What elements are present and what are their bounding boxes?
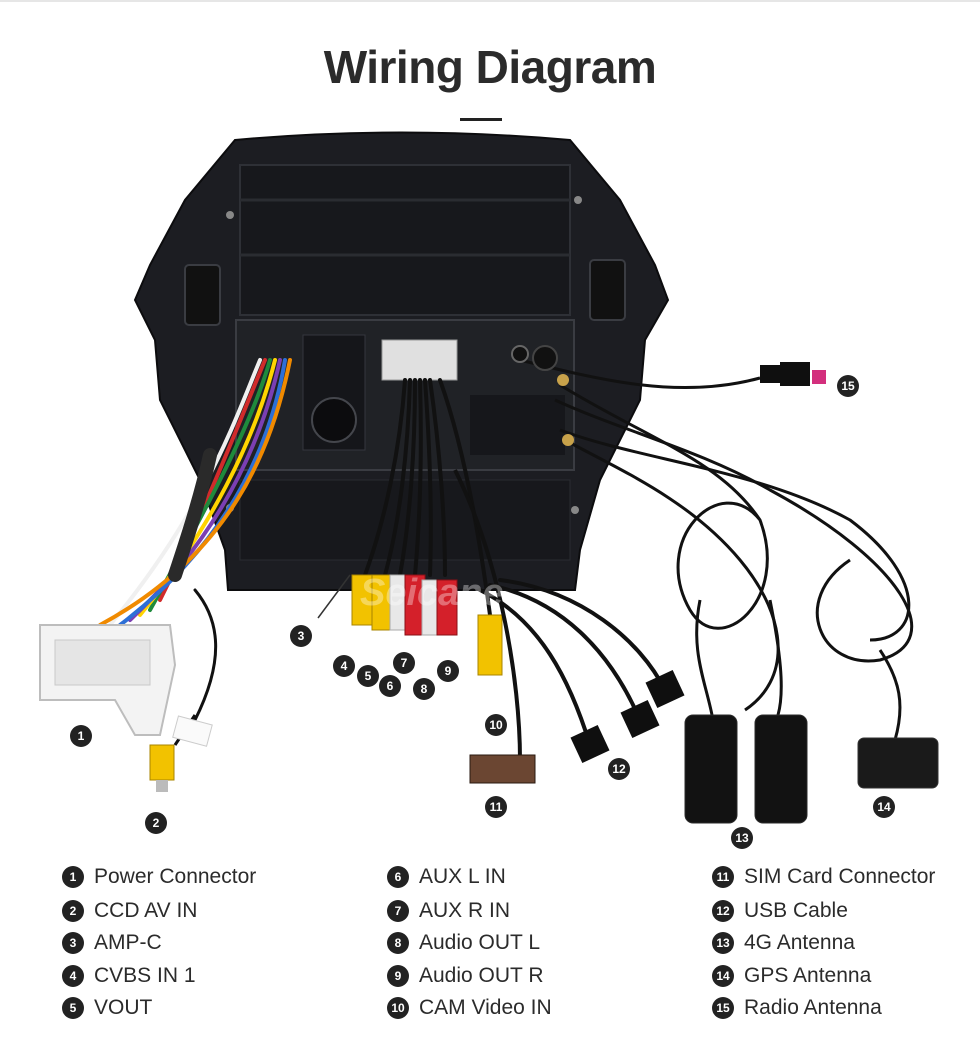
legend-item: 13 4G Antenna: [712, 930, 855, 956]
legend-number: 15: [712, 997, 734, 1019]
callout-9: 9: [437, 660, 459, 682]
title-underline: [460, 118, 502, 121]
top-divider: [0, 0, 980, 2]
legend-label: Audio OUT L: [419, 931, 541, 954]
legend-item: 3 AMP-C: [62, 930, 162, 956]
legend-number: 7: [387, 900, 409, 922]
legend-item: 12 USB Cable: [712, 898, 848, 924]
legend-number: 5: [62, 997, 84, 1019]
legend-label: Power Connector: [94, 865, 257, 888]
legend-number: 14: [712, 965, 734, 987]
legend-item: 5 VOUT: [62, 995, 152, 1021]
callout-12: 12: [608, 758, 630, 780]
callout-10: 10: [485, 714, 507, 736]
callout-11: 11: [485, 796, 507, 818]
radio-antenna-jack: [511, 345, 574, 446]
legend-label: CVBS IN 1: [94, 964, 196, 987]
legend-label: CAM Video IN: [419, 996, 552, 1019]
amp-c-lead: [317, 574, 351, 619]
legend-item: 14 GPS Antenna: [712, 963, 871, 989]
legend-label: USB Cable: [744, 899, 848, 922]
wire-bundle: [98, 358, 292, 722]
legend-label: GPS Antenna: [744, 964, 872, 987]
callout-13: 13: [731, 827, 753, 849]
callout-6: 6: [379, 675, 401, 697]
callout-1: 1: [70, 725, 92, 747]
usb-cables: [478, 578, 667, 747]
callout-5: 5: [357, 665, 379, 687]
legend-number: 12: [712, 900, 734, 922]
legend-label: AUX L IN: [419, 865, 506, 888]
legend-item: 1 Power Connector: [62, 864, 256, 890]
sim-connector: [453, 469, 536, 784]
callout-15: 15: [837, 375, 859, 397]
legend-number: 2: [62, 900, 84, 922]
legend-item: 4 CVBS IN 1: [62, 963, 196, 989]
legend-item: 11 SIM Card Connector: [712, 864, 935, 890]
legend-item: 7 AUX R IN: [387, 898, 510, 924]
wiring-illustration: Seicane: [39, 131, 939, 824]
legend-number: 9: [387, 965, 409, 987]
rca-plugs: [351, 574, 503, 676]
legend-item: 8 Audio OUT L: [387, 930, 540, 956]
legend-label: 4G Antenna: [744, 931, 855, 954]
radio-antenna-plug: [760, 362, 826, 386]
gps-antenna: [857, 737, 939, 789]
callout-14: 14: [873, 796, 895, 818]
legend-number: 8: [387, 932, 409, 954]
legend-label: Audio OUT R: [419, 964, 544, 987]
legend-number: 6: [387, 866, 409, 888]
legend-label: VOUT: [94, 996, 153, 1019]
legend-item: 9 Audio OUT R: [387, 963, 544, 989]
legend-item: 6 AUX L IN: [387, 864, 506, 890]
callout-4: 4: [333, 655, 355, 677]
legend-item: 10 CAM Video IN: [387, 995, 552, 1021]
legend-label: Radio Antenna: [744, 996, 882, 1019]
legend-label: AUX R IN: [419, 899, 511, 922]
callout-8: 8: [413, 678, 435, 700]
main-harness-socket: [381, 339, 458, 381]
legend-label: CCD AV IN: [94, 899, 198, 922]
rca-cables: [363, 378, 492, 617]
legend-label: AMP-C: [94, 931, 162, 954]
legend-number: 4: [62, 965, 84, 987]
page-title: Wiring Diagram: [323, 41, 657, 93]
legend-label: SIM Card Connector: [744, 865, 936, 888]
legend-number: 3: [62, 932, 84, 954]
legend-item: 2 CCD AV IN: [62, 898, 197, 924]
power-connector: [39, 624, 177, 736]
usb-plugs: [570, 669, 685, 764]
legend-number: 10: [387, 997, 409, 1019]
watermark-text: Seicane: [360, 572, 504, 614]
callout-7: 7: [393, 652, 415, 674]
ccd-rca-plug: [149, 714, 213, 792]
legend-number: 1: [62, 866, 84, 888]
callout-3: 3: [290, 625, 312, 647]
legend-number: 13: [712, 932, 734, 954]
callout-2: 2: [145, 812, 167, 834]
legend-item: 15 Radio Antenna: [712, 995, 882, 1021]
legend-number: 11: [712, 866, 734, 888]
4g-antennas: [684, 714, 808, 824]
